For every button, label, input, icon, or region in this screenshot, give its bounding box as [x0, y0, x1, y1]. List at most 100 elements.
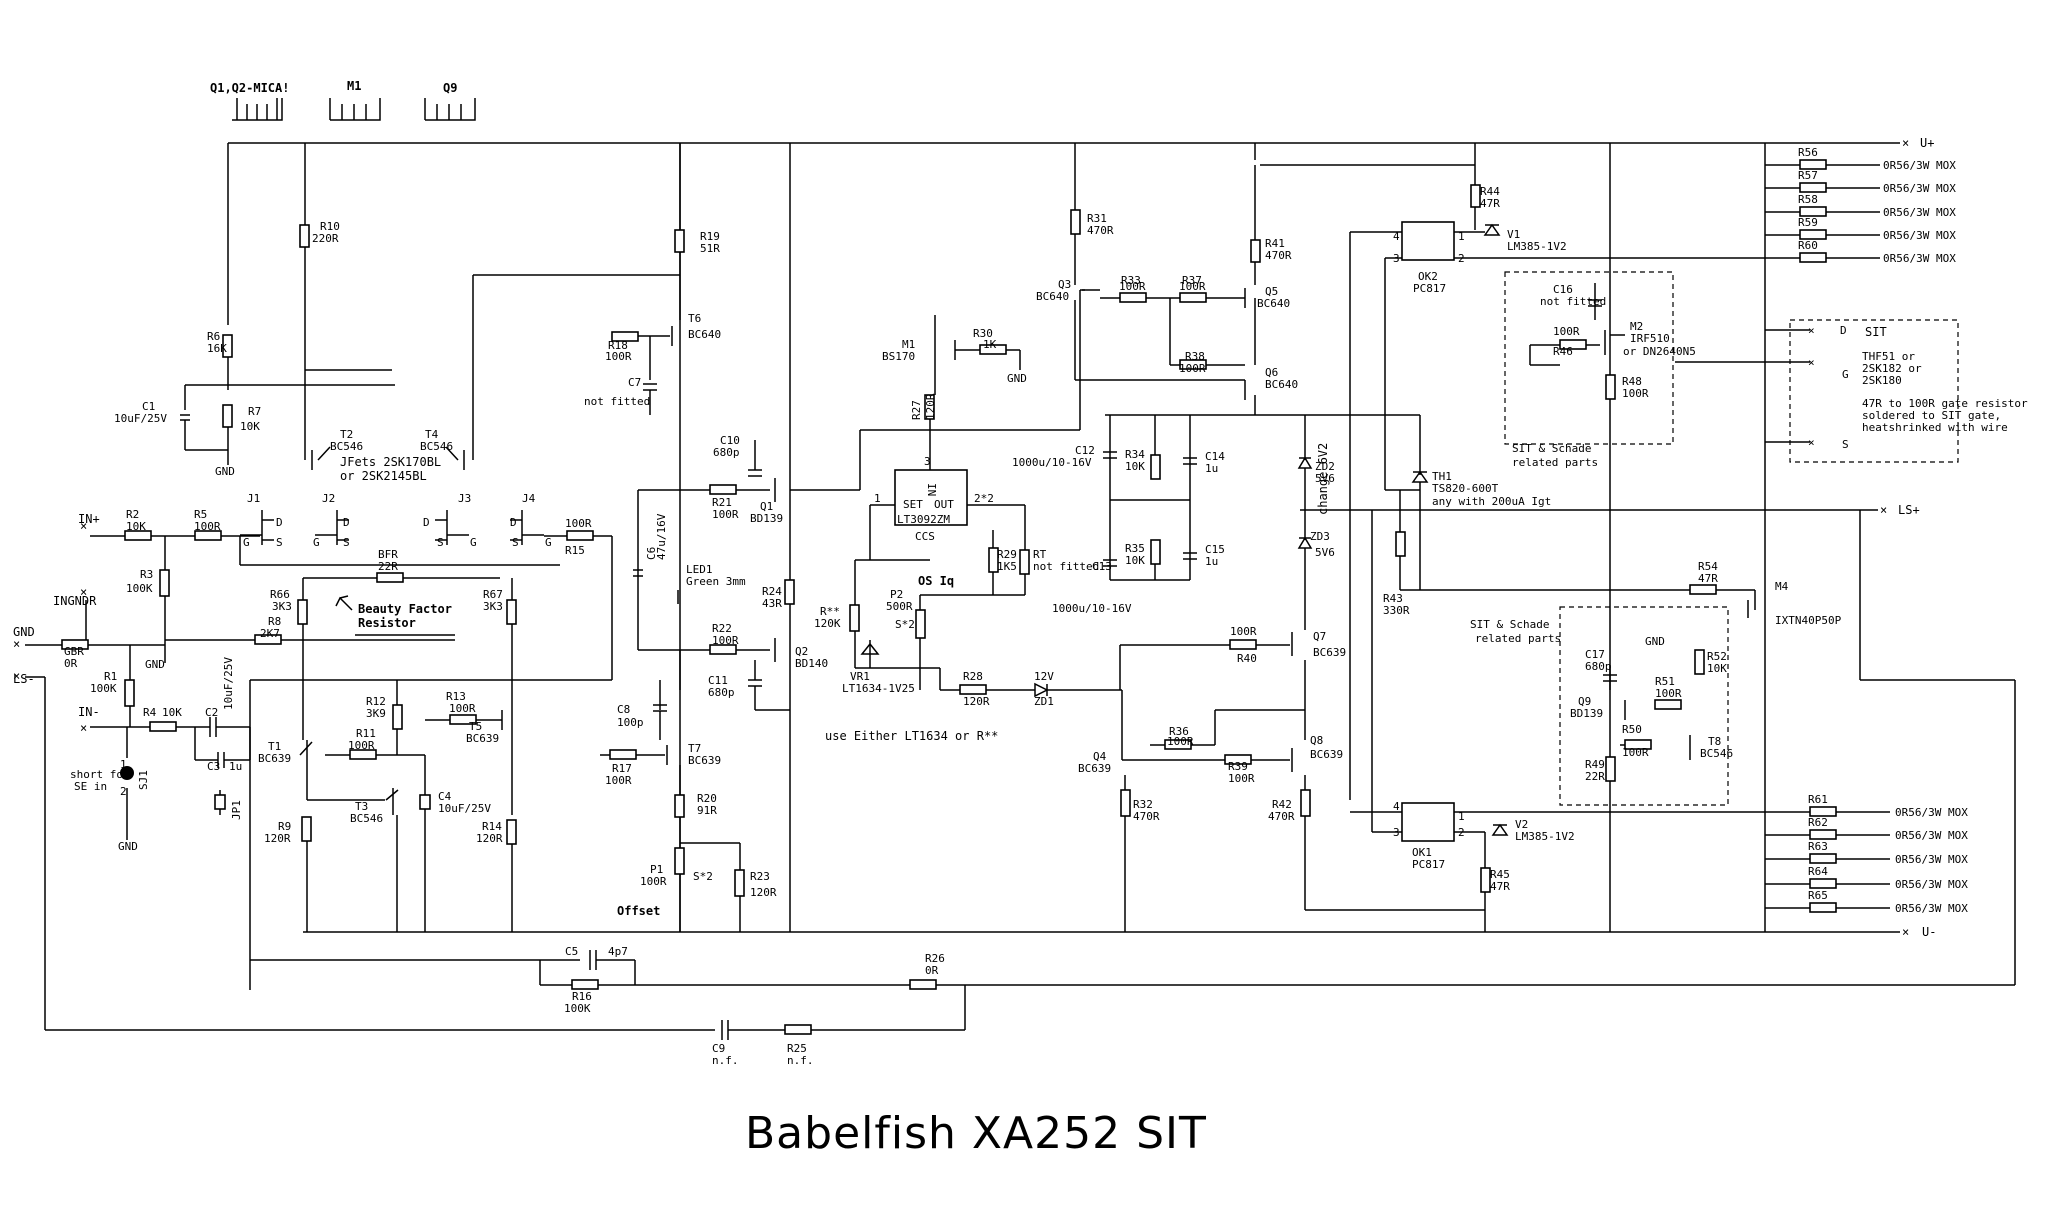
svg-text:100R: 100R — [640, 875, 667, 888]
svg-text:T2: T2 — [340, 428, 353, 441]
net-ls-plus: LS+ — [1898, 503, 1920, 517]
svg-text:100R: 100R — [1228, 772, 1255, 785]
svg-text:GND: GND — [1007, 372, 1027, 385]
heatsink-label: Q1,Q2-MICA! — [210, 81, 289, 95]
svg-text:R20: R20 — [697, 792, 717, 805]
svg-text:V1: V1 — [1507, 228, 1520, 241]
svg-text:100R: 100R — [605, 774, 632, 787]
svg-text:C4: C4 — [438, 790, 452, 803]
svg-text:R41: R41 — [1265, 237, 1285, 250]
svg-text:470R: 470R — [1133, 810, 1160, 823]
svg-text:R39: R39 — [1228, 760, 1248, 773]
svg-text:M4: M4 — [1775, 580, 1789, 593]
resistor-label: R59 — [1798, 216, 1818, 229]
svg-text:500R: 500R — [886, 600, 913, 613]
svg-text:1K: 1K — [983, 338, 997, 351]
svg-text:IRF510: IRF510 — [1630, 332, 1670, 345]
svg-text:D: D — [1840, 324, 1847, 337]
svg-text:100R: 100R — [1622, 746, 1649, 759]
svg-text:C14: C14 — [1205, 450, 1225, 463]
svg-text:CCS: CCS — [915, 530, 935, 543]
svg-text:1u: 1u — [1205, 555, 1218, 568]
svg-text:R25: R25 — [787, 1042, 807, 1055]
svg-text:470R: 470R — [1268, 810, 1295, 823]
svg-text:LT1634-1V25: LT1634-1V25 — [842, 682, 915, 695]
svg-text:SET: SET — [903, 498, 923, 511]
svg-text:S: S — [276, 536, 283, 549]
bias-stage: R31 470R Q3 BC640 R33 100R R37 100R Q5 B… — [1012, 143, 1485, 932]
svg-text:R31: R31 — [1087, 212, 1107, 225]
svg-text:10K: 10K — [1707, 662, 1727, 675]
svg-text:4: 4 — [1393, 230, 1400, 243]
svg-text:S: S — [512, 536, 519, 549]
resistor-value: 0R56/3W MOX — [1895, 806, 1968, 819]
svg-text:100R: 100R — [712, 634, 739, 647]
svg-text:×: × — [1902, 925, 1909, 939]
svg-text:R2: R2 — [126, 508, 139, 521]
svg-text:BC639: BC639 — [466, 732, 499, 745]
resistor-label: R60 — [1798, 239, 1818, 252]
svg-text:BC546: BC546 — [1700, 747, 1733, 760]
svg-text:R23: R23 — [750, 870, 770, 883]
svg-text:C16: C16 — [1553, 283, 1573, 296]
svg-text:100R: 100R — [1179, 362, 1206, 375]
svg-text:×: × — [13, 637, 20, 651]
svg-text:R15: R15 — [565, 544, 585, 557]
svg-text:1: 1 — [1458, 810, 1465, 823]
svg-text:×: × — [1808, 324, 1815, 337]
svg-text:SJ1: SJ1 — [137, 770, 150, 790]
svg-text:100R: 100R — [1179, 280, 1206, 293]
svg-text:3K9: 3K9 — [366, 707, 386, 720]
svg-text:R40: R40 — [1237, 652, 1257, 665]
svg-text:R1: R1 — [104, 670, 117, 683]
svg-text:G: G — [243, 536, 250, 549]
svg-text:10uF/25V: 10uF/25V — [438, 802, 491, 815]
svg-text:P1: P1 — [650, 863, 663, 876]
svg-text:C3: C3 — [207, 760, 220, 773]
svg-text:BC640: BC640 — [1036, 290, 1069, 303]
svg-text:V2: V2 — [1515, 818, 1528, 831]
svg-text:1: 1 — [120, 758, 127, 771]
svg-text:3: 3 — [924, 455, 931, 468]
svg-text:not fitted: not fitted — [1540, 295, 1606, 308]
svg-text:T4: T4 — [425, 428, 439, 441]
svg-text:BC546: BC546 — [350, 812, 383, 825]
svg-text:R14: R14 — [482, 820, 502, 833]
svg-text:IN: IN — [925, 483, 938, 496]
svg-text:not fitted: not fitted — [584, 395, 650, 408]
supply-rails: × U+ × U- × LS+ — [228, 136, 1936, 939]
svg-text:R49: R49 — [1585, 758, 1605, 771]
svg-text:R43: R43 — [1383, 592, 1403, 605]
svg-text:C13: C13 — [1092, 560, 1112, 573]
svg-text:R10: R10 — [320, 220, 340, 233]
svg-text:LM385-1V2: LM385-1V2 — [1507, 240, 1567, 253]
svg-text:Green 3mm: Green 3mm — [686, 575, 746, 588]
resistor-label: R62 — [1808, 816, 1828, 829]
svg-text:3K3: 3K3 — [272, 600, 292, 613]
svg-text:4p7: 4p7 — [608, 945, 628, 958]
svg-text:43R: 43R — [762, 597, 782, 610]
svg-text:G: G — [1842, 368, 1849, 381]
svg-text:R21: R21 — [712, 496, 732, 509]
svg-text:0R: 0R — [925, 964, 939, 977]
svg-text:R26: R26 — [925, 952, 945, 965]
svg-text:R12: R12 — [366, 695, 386, 708]
resistor-label: R65 — [1808, 889, 1828, 902]
svg-text:R13: R13 — [446, 690, 466, 703]
svg-text:22R: 22R — [378, 560, 398, 573]
svg-text:1K5: 1K5 — [997, 560, 1017, 573]
net-u-plus: U+ — [1920, 136, 1934, 150]
svg-text:16K: 16K — [207, 342, 227, 355]
svg-text:P2: P2 — [890, 588, 903, 601]
svg-text:100p: 100p — [617, 716, 644, 729]
svg-text:T8: T8 — [1708, 735, 1721, 748]
heatsink-label: Q9 — [443, 81, 457, 95]
resistor-value: 0R56/3W MOX — [1895, 902, 1968, 915]
svg-text:BFR: BFR — [378, 548, 398, 561]
svg-text:GND: GND — [215, 465, 235, 478]
svg-text:R16: R16 — [572, 990, 592, 1003]
svg-text:1u: 1u — [229, 760, 242, 773]
svg-text:2: 2 — [120, 785, 127, 798]
svg-text:R22: R22 — [712, 622, 732, 635]
